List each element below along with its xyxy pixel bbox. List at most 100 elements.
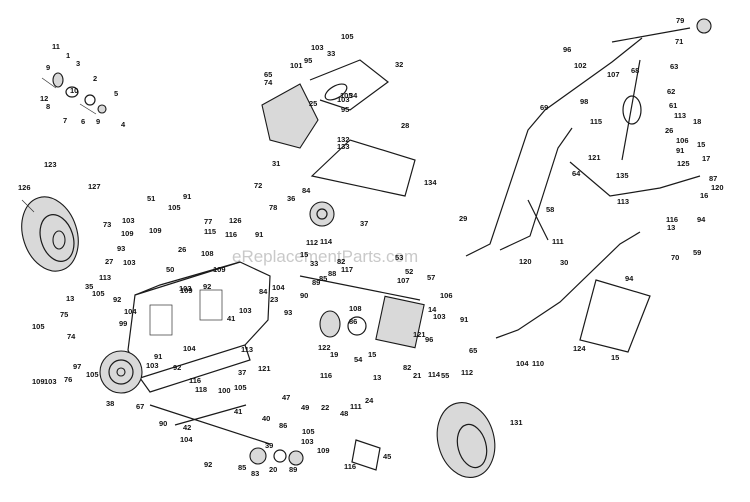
part-callout: 51 xyxy=(147,194,155,203)
part-callout: 26 xyxy=(178,245,186,254)
part-callout: 112 xyxy=(461,368,473,377)
part-callout: 116 xyxy=(189,376,201,385)
part-callout: 115 xyxy=(204,227,216,236)
part-callout: 105 xyxy=(234,383,247,392)
part-callout: 30 xyxy=(560,258,568,267)
part-callout: 109 xyxy=(149,226,162,235)
part-callout: 108 xyxy=(349,304,362,313)
part-callout: 1 xyxy=(66,51,70,60)
part-callout: 121 xyxy=(258,364,271,373)
part-callout: 40 xyxy=(262,414,270,423)
part-callout: 103 xyxy=(311,43,324,52)
part-callout: 123 xyxy=(44,160,57,169)
part-callout: 83 xyxy=(251,469,259,478)
part-callout: 115 xyxy=(590,117,602,126)
part-callout: 135 xyxy=(616,171,629,180)
part-callout: 93 xyxy=(284,308,292,317)
part-callout: 63 xyxy=(670,62,678,71)
part-callout: 34 xyxy=(349,91,358,100)
part-callout: 82 xyxy=(337,257,345,266)
part-callout: 64 xyxy=(572,169,581,178)
part-callout: 122 xyxy=(318,343,331,352)
part-callout: 118 xyxy=(195,385,207,394)
part-callout: 124 xyxy=(573,344,586,353)
hardware-group xyxy=(41,72,107,115)
part-callout: 96 xyxy=(425,335,433,344)
part-callout: 13 xyxy=(667,223,675,232)
part-callout: 105 xyxy=(340,91,353,100)
part-callout: 37 xyxy=(360,219,368,228)
part-callout: 15 xyxy=(611,353,619,362)
part-callout: 103 xyxy=(301,437,314,446)
part-callout: 110 xyxy=(532,359,544,368)
part-callout: 12 xyxy=(40,94,48,103)
part-callout: 98 xyxy=(580,97,588,106)
part-callout: 133 xyxy=(337,142,350,151)
part-callout: 9 xyxy=(96,117,100,126)
part-callout: 99 xyxy=(119,319,127,328)
part-callout: 41 xyxy=(227,314,235,323)
part-callout: 70 xyxy=(671,253,679,262)
part-callout: 25 xyxy=(309,99,317,108)
part-callout: 111 xyxy=(552,237,564,246)
part-callout: 55 xyxy=(441,371,449,380)
part-callout: 41 xyxy=(234,407,242,416)
part-callout: 38 xyxy=(106,399,114,408)
shift-rod xyxy=(611,18,712,161)
part-callout: 103 xyxy=(123,258,136,267)
traction-wheel xyxy=(436,402,496,478)
part-callout: 104 xyxy=(516,359,529,368)
part-callout: 109 xyxy=(317,446,330,455)
part-callout: 33 xyxy=(327,49,335,58)
part-callout: 36 xyxy=(287,194,295,203)
part-callout: 121 xyxy=(413,330,426,339)
part-callout: 39 xyxy=(265,441,273,450)
part-callout: 111 xyxy=(350,402,362,411)
part-callout: 10 xyxy=(70,86,78,95)
part-callout: 91 xyxy=(460,315,468,324)
part-callout: 87 xyxy=(709,174,717,183)
part-callout: 109 xyxy=(180,286,193,295)
part-callout: 113 xyxy=(99,273,111,282)
part-callout: 114 xyxy=(428,370,441,379)
part-callout: 85 xyxy=(319,274,327,283)
part-callout: 104 xyxy=(183,344,196,353)
auger-shaft xyxy=(299,201,425,349)
part-callout: 91 xyxy=(676,146,684,155)
part-callout: 132 xyxy=(337,135,350,144)
part-callout: 101 xyxy=(290,61,303,70)
part-callout: 35 xyxy=(85,282,93,291)
part-callout: 131 xyxy=(510,418,523,427)
handles xyxy=(465,37,701,339)
part-callout: 68 xyxy=(631,66,639,75)
part-callout: 120 xyxy=(711,183,724,192)
part-callout: 92 xyxy=(113,295,121,304)
part-callout: 92 xyxy=(204,460,212,469)
part-callout: 22 xyxy=(321,403,329,412)
part-callout: 104 xyxy=(272,283,285,292)
part-callout: 104 xyxy=(124,307,137,316)
part-callout: 72 xyxy=(254,181,262,190)
part-callout: 32 xyxy=(395,60,403,69)
part-callout: 65 xyxy=(469,346,477,355)
part-callout: 69 xyxy=(540,103,548,112)
part-callout: 17 xyxy=(702,154,710,163)
part-callout: 84 xyxy=(302,186,311,195)
part-callout: 92 xyxy=(203,282,211,291)
part-callout: 127 xyxy=(88,182,101,191)
part-callout: 121 xyxy=(588,153,601,162)
part-callout: 91 xyxy=(154,352,162,361)
part-callout: 109 xyxy=(32,377,45,386)
part-callout: 93 xyxy=(117,244,125,253)
part-callout: 90 xyxy=(159,419,167,428)
part-callout: 2 xyxy=(93,74,97,83)
part-callout: 85 xyxy=(238,463,246,472)
part-callout: 103 xyxy=(433,312,446,321)
part-callout: 95 xyxy=(304,56,312,65)
part-callout: 105 xyxy=(92,289,105,298)
part-callout: 88 xyxy=(328,269,336,278)
part-callout: 24 xyxy=(365,396,374,405)
part-callout: 16 xyxy=(700,191,708,200)
